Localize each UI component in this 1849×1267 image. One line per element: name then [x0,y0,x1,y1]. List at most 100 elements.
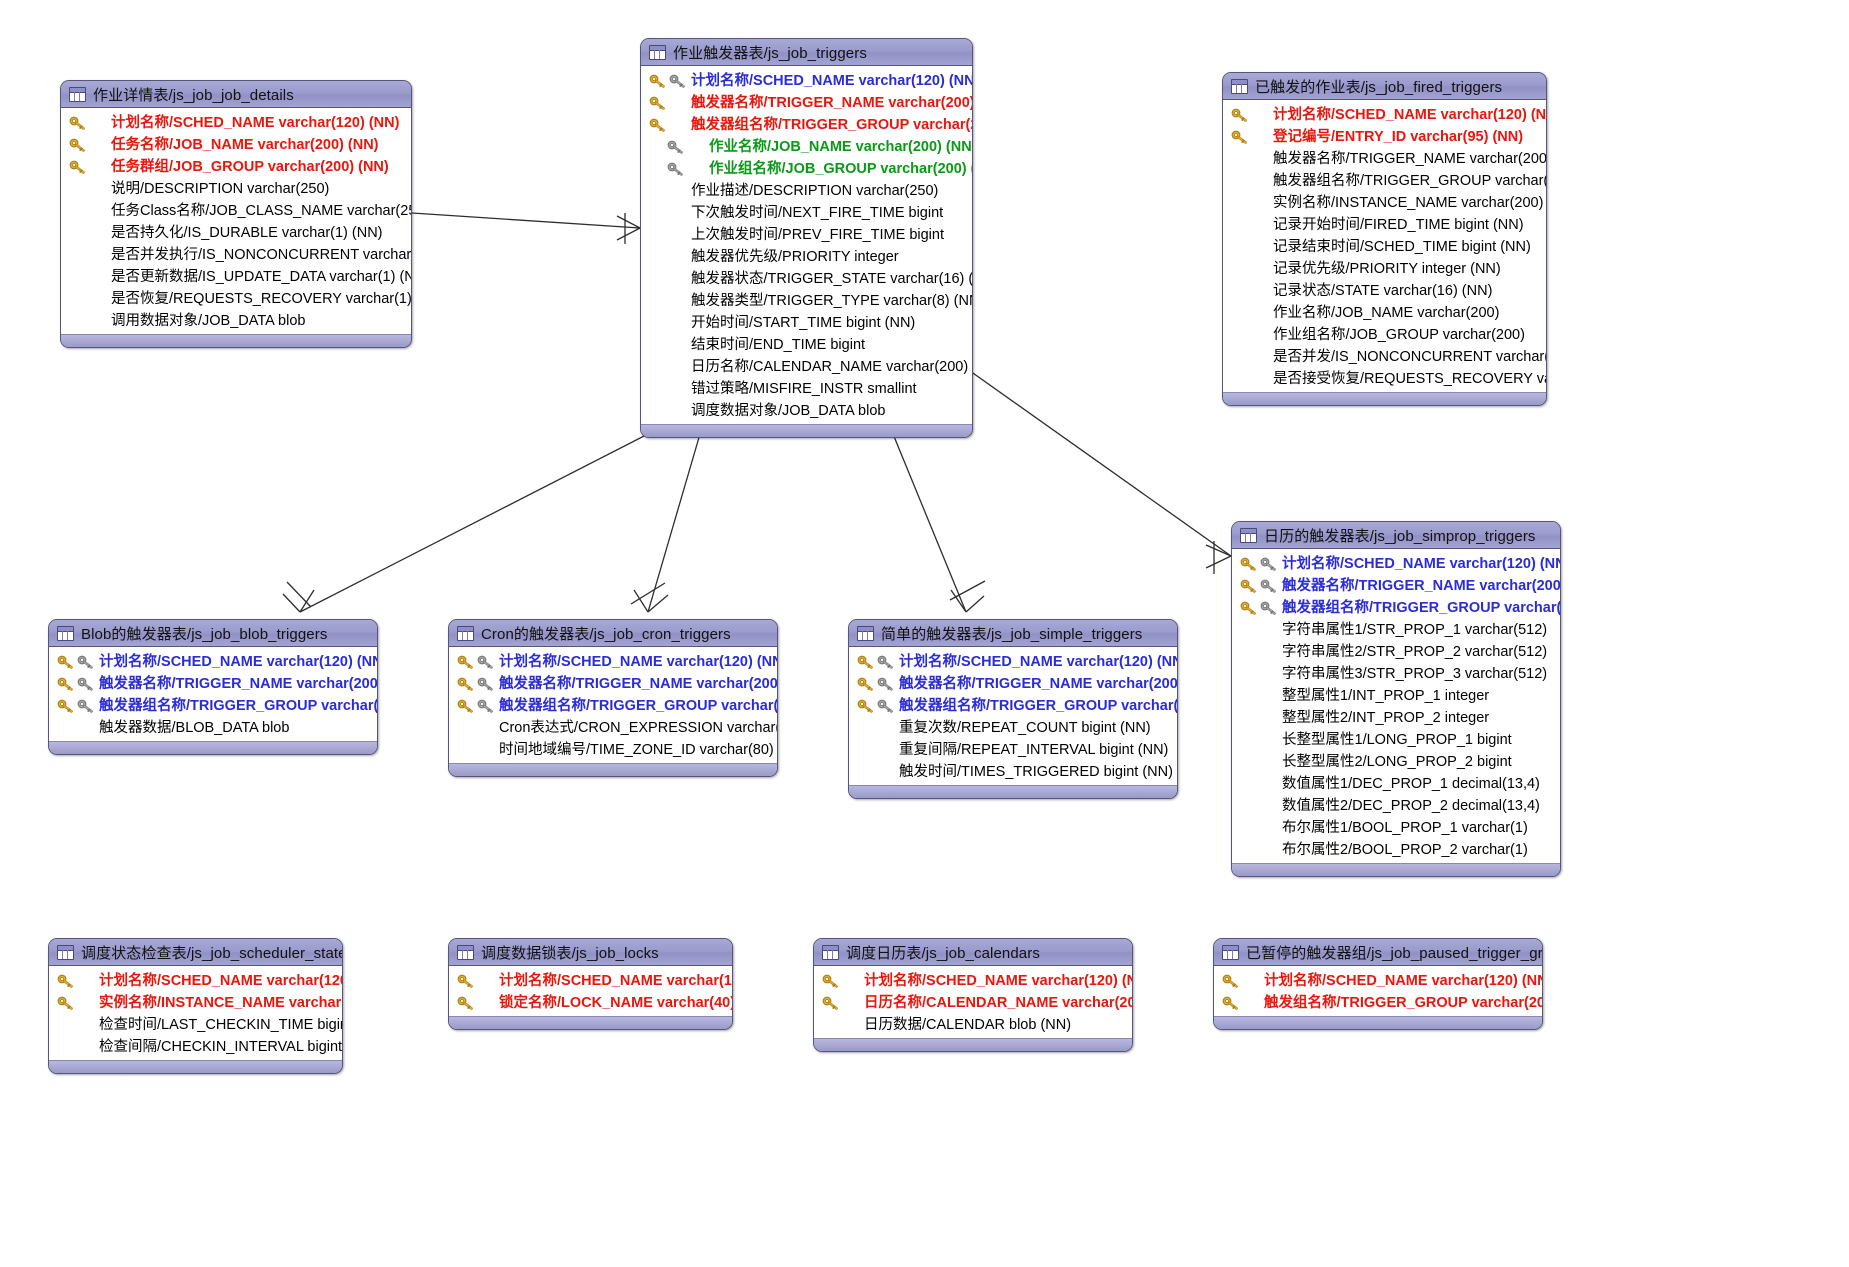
column-row[interactable]: 触发器组名称/TRIGGER_GROUP varchar(200) (NN) [449,695,777,717]
column-row[interactable]: 任务群组/JOB_GROUP varchar(200) (NN) [61,156,411,178]
column-row[interactable]: 是否恢复/REQUESTS_RECOVERY varchar(1) (NN) [61,288,411,310]
entity-header-calendars[interactable]: 调度日历表/js_job_calendars [814,939,1132,966]
column-row[interactable]: 是否接受恢复/REQUESTS_RECOVERY varchar(1) [1223,368,1546,390]
entity-locks[interactable]: 调度数据锁表/js_job_locks 计划名称/SCHED_NAME varch… [448,938,733,1030]
column-row[interactable]: 计划名称/SCHED_NAME varchar(120) (NN) [1232,553,1560,575]
column-row[interactable]: 记录结束时间/SCHED_TIME bigint (NN) [1223,236,1546,258]
column-row[interactable]: 计划名称/SCHED_NAME varchar(120) (NN) [641,70,972,92]
column-row[interactable]: 登记编号/ENTRY_ID varchar(95) (NN) [1223,126,1546,148]
column-row[interactable]: 下次触发时间/NEXT_FIRE_TIME bigint [641,202,972,224]
column-row[interactable]: 作业组名称/JOB_GROUP varchar(200) (NN) [641,158,972,180]
column-row[interactable]: 数值属性1/DEC_PROP_1 decimal(13,4) [1232,773,1560,795]
column-row[interactable]: 重复次数/REPEAT_COUNT bigint (NN) [849,717,1177,739]
column-row[interactable]: 计划名称/SCHED_NAME varchar(120) (NN) [1214,970,1542,992]
column-row[interactable]: 计划名称/SCHED_NAME varchar(120) (NN) [1223,104,1546,126]
column-row[interactable]: 检查间隔/CHECKIN_INTERVAL bigint (NN) [49,1036,342,1058]
column-row[interactable]: 记录开始时间/FIRED_TIME bigint (NN) [1223,214,1546,236]
column-row[interactable]: 布尔属性2/BOOL_PROP_2 varchar(1) [1232,839,1560,861]
column-row[interactable]: 计划名称/SCHED_NAME varchar(120) (NN) [49,651,377,673]
column-row[interactable]: 日历数据/CALENDAR blob (NN) [814,1014,1132,1036]
column-row[interactable]: 字符串属性1/STR_PROP_1 varchar(512) [1232,619,1560,641]
entity-simple_triggers[interactable]: 简单的触发器表/js_job_simple_triggers 计划名称/SCHED… [848,619,1178,799]
column-row[interactable]: 记录优先级/PRIORITY integer (NN) [1223,258,1546,280]
column-row[interactable]: 说明/DESCRIPTION varchar(250) [61,178,411,200]
column-row[interactable]: 调度数据对象/JOB_DATA blob [641,400,972,422]
column-row[interactable]: 字符串属性3/STR_PROP_3 varchar(512) [1232,663,1560,685]
column-row[interactable]: 整型属性2/INT_PROP_2 integer [1232,707,1560,729]
column-row[interactable]: 触发器名称/TRIGGER_NAME varchar(200) (NN) [641,92,972,114]
column-row[interactable]: 作业描述/DESCRIPTION varchar(250) [641,180,972,202]
column-row[interactable]: 作业名称/JOB_NAME varchar(200) [1223,302,1546,324]
column-row[interactable]: 调用数据对象/JOB_DATA blob [61,310,411,332]
column-row[interactable]: 触发时间/TIMES_TRIGGERED bigint (NN) [849,761,1177,783]
column-row[interactable]: 计划名称/SCHED_NAME varchar(120) (NN) [449,970,732,992]
column-row[interactable]: 触发器数据/BLOB_DATA blob [49,717,377,739]
column-row[interactable]: 任务Class名称/JOB_CLASS_NAME varchar(250) (N… [61,200,411,222]
column-row[interactable]: 重复间隔/REPEAT_INTERVAL bigint (NN) [849,739,1177,761]
column-row[interactable]: 作业组名称/JOB_GROUP varchar(200) [1223,324,1546,346]
column-row[interactable]: 检查时间/LAST_CHECKIN_TIME bigint (NN) [49,1014,342,1036]
column-row[interactable]: 触发器组名称/TRIGGER_GROUP varchar(200) (NN) [1232,597,1560,619]
entity-cron_triggers[interactable]: Cron的触发器表/js_job_cron_triggers 计划名称/SCHED… [448,619,778,777]
column-row[interactable]: 数值属性2/DEC_PROP_2 decimal(13,4) [1232,795,1560,817]
column-row[interactable]: 触发器状态/TRIGGER_STATE varchar(16) (NN) [641,268,972,290]
column-row[interactable]: 时间地域编号/TIME_ZONE_ID varchar(80) [449,739,777,761]
entity-header-locks[interactable]: 调度数据锁表/js_job_locks [449,939,732,966]
column-row[interactable]: 触发器名称/TRIGGER_NAME varchar(200) (NN) [1223,148,1546,170]
column-row[interactable]: 结束时间/END_TIME bigint [641,334,972,356]
column-row[interactable]: 触发器名称/TRIGGER_NAME varchar(200) (NN) [1232,575,1560,597]
column-row[interactable]: 长整型属性1/LONG_PROP_1 bigint [1232,729,1560,751]
entity-blob_triggers[interactable]: Blob的触发器表/js_job_blob_triggers 计划名称/SCHED… [48,619,378,755]
column-row[interactable]: 计划名称/SCHED_NAME varchar(120) (NN) [814,970,1132,992]
entity-header-fired_triggers[interactable]: 已触发的作业表/js_job_fired_triggers [1223,73,1546,100]
entity-header-paused_trigger_grps[interactable]: 已暂停的触发器组/js_job_paused_trigger_grps [1214,939,1542,966]
column-row[interactable]: 计划名称/SCHED_NAME varchar(120) (NN) [849,651,1177,673]
column-row[interactable]: 触发器类型/TRIGGER_TYPE varchar(8) (NN) [641,290,972,312]
entity-paused_trigger_grps[interactable]: 已暂停的触发器组/js_job_paused_trigger_grps 计划名称/… [1213,938,1543,1030]
entity-job_triggers[interactable]: 作业触发器表/js_job_triggers 计划名称/SCHED_NAME va… [640,38,973,438]
column-row[interactable]: 触发器组名称/TRIGGER_GROUP varchar(200) (NN) [1223,170,1546,192]
column-row[interactable]: 任务名称/JOB_NAME varchar(200) (NN) [61,134,411,156]
entity-header-simple_triggers[interactable]: 简单的触发器表/js_job_simple_triggers [849,620,1177,647]
column-row[interactable]: 是否并发/IS_NONCONCURRENT varchar(1) [1223,346,1546,368]
column-row[interactable]: 是否更新数据/IS_UPDATE_DATA varchar(1) (NN) [61,266,411,288]
column-row[interactable]: 字符串属性2/STR_PROP_2 varchar(512) [1232,641,1560,663]
entity-header-blob_triggers[interactable]: Blob的触发器表/js_job_blob_triggers [49,620,377,647]
column-row[interactable]: 触发器组名称/TRIGGER_GROUP varchar(200) (NN) [49,695,377,717]
column-row[interactable]: 实例名称/INSTANCE_NAME varchar(200) (NN) [1223,192,1546,214]
column-row[interactable]: 是否并发执行/IS_NONCONCURRENT varchar(1) (NN) [61,244,411,266]
column-row[interactable]: 实例名称/INSTANCE_NAME varchar(200) (NN) [49,992,342,1014]
column-row[interactable]: 触发器组名称/TRIGGER_GROUP varchar(200) (NN) [641,114,972,136]
entity-fired_triggers[interactable]: 已触发的作业表/js_job_fired_triggers 计划名称/SCHED_… [1222,72,1547,406]
column-row[interactable]: 锁定名称/LOCK_NAME varchar(40) (NN) [449,992,732,1014]
column-row[interactable]: 日历名称/CALENDAR_NAME varchar(200) [641,356,972,378]
column-row[interactable]: Cron表达式/CRON_EXPRESSION varchar(120) (NN… [449,717,777,739]
entity-header-simprop_triggers[interactable]: 日历的触发器表/js_job_simprop_triggers [1232,522,1560,549]
column-row[interactable]: 整型属性1/INT_PROP_1 integer [1232,685,1560,707]
column-row[interactable]: 上次触发时间/PREV_FIRE_TIME bigint [641,224,972,246]
entity-header-job_triggers[interactable]: 作业触发器表/js_job_triggers [641,39,972,66]
entity-header-cron_triggers[interactable]: Cron的触发器表/js_job_cron_triggers [449,620,777,647]
column-row[interactable]: 是否持久化/IS_DURABLE varchar(1) (NN) [61,222,411,244]
column-row[interactable]: 布尔属性1/BOOL_PROP_1 varchar(1) [1232,817,1560,839]
column-row[interactable]: 触发组名称/TRIGGER_GROUP varchar(200) (NN) [1214,992,1542,1014]
column-row[interactable]: 长整型属性2/LONG_PROP_2 bigint [1232,751,1560,773]
entity-calendars[interactable]: 调度日历表/js_job_calendars 计划名称/SCHED_NAME va… [813,938,1133,1052]
column-row[interactable]: 触发器名称/TRIGGER_NAME varchar(200) (NN) [849,673,1177,695]
column-row[interactable]: 作业名称/JOB_NAME varchar(200) (NN) [641,136,972,158]
column-row[interactable]: 计划名称/SCHED_NAME varchar(120) (NN) [449,651,777,673]
column-row[interactable]: 错过策略/MISFIRE_INSTR smallint [641,378,972,400]
column-row[interactable]: 记录状态/STATE varchar(16) (NN) [1223,280,1546,302]
column-row[interactable]: 触发器名称/TRIGGER_NAME varchar(200) (NN) [49,673,377,695]
entity-job_details[interactable]: 作业详情表/js_job_job_details 计划名称/SCHED_NAME … [60,80,412,348]
column-row[interactable]: 计划名称/SCHED_NAME varchar(120) (NN) [49,970,342,992]
column-row[interactable]: 触发器名称/TRIGGER_NAME varchar(200) (NN) [449,673,777,695]
column-row[interactable]: 触发器组名称/TRIGGER_GROUP varchar(200) (NN) [849,695,1177,717]
entity-simprop_triggers[interactable]: 日历的触发器表/js_job_simprop_triggers 计划名称/SCHE… [1231,521,1561,877]
entity-header-job_details[interactable]: 作业详情表/js_job_job_details [61,81,411,108]
column-row[interactable]: 计划名称/SCHED_NAME varchar(120) (NN) [61,112,411,134]
column-row[interactable]: 触发器优先级/PRIORITY integer [641,246,972,268]
column-row[interactable]: 日历名称/CALENDAR_NAME varchar(200) (NN) [814,992,1132,1014]
column-row[interactable]: 开始时间/START_TIME bigint (NN) [641,312,972,334]
